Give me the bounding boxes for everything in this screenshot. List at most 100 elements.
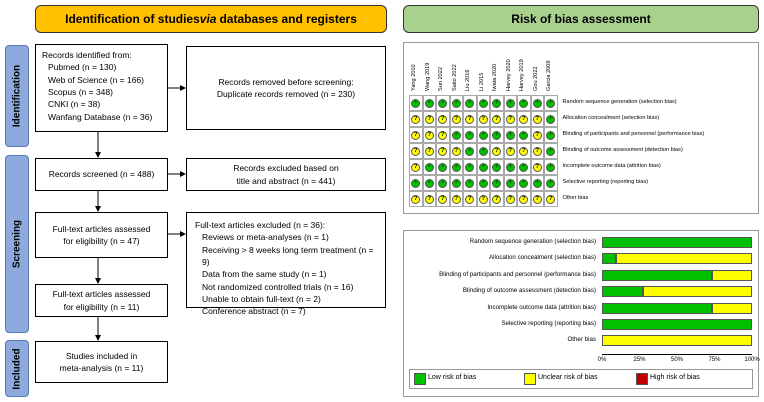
records-excluded-line1: Records excluded based on bbox=[233, 163, 339, 174]
judgement-dot: ? bbox=[532, 114, 542, 124]
grid-cell bbox=[409, 159, 423, 175]
grid-cell bbox=[409, 127, 423, 143]
bar-segment bbox=[602, 237, 752, 248]
source-item: Web of Science (n = 166) bbox=[48, 74, 144, 85]
grid-cell bbox=[517, 111, 531, 127]
exclusion-reason: Reviews or meta-analyses (n = 1) bbox=[202, 232, 329, 243]
grid-cell bbox=[517, 143, 531, 159]
fulltext-eligibility-line1: Full-text articles assessed bbox=[52, 289, 151, 300]
records-removed-title: Records removed before screening: bbox=[218, 76, 354, 87]
judgement-dot: ? bbox=[519, 194, 529, 204]
bar-segment bbox=[615, 253, 752, 265]
bar-label: Incomplete outcome data (attrition bias) bbox=[487, 303, 596, 311]
judgement-dot: + bbox=[424, 178, 434, 188]
fulltext-assessed-box: Full-text articles assessed for eligibil… bbox=[35, 212, 168, 258]
judgement-dot: ? bbox=[438, 130, 448, 140]
judgement-dot: ? bbox=[519, 114, 529, 124]
bar-segment bbox=[602, 253, 616, 265]
legend-swatch bbox=[414, 373, 426, 385]
fulltext-assessed-line1: Full-text articles assessed bbox=[52, 223, 151, 234]
grid-cell bbox=[490, 111, 504, 127]
judgement-dot: + bbox=[505, 178, 515, 188]
study-label: Iwata 2020 bbox=[492, 63, 498, 91]
judgement-dot: ? bbox=[411, 130, 421, 140]
grid-cell bbox=[463, 127, 477, 143]
judgement-dot: + bbox=[478, 162, 488, 172]
bar-label: Blinding of outcome assessment (detectio… bbox=[462, 287, 596, 295]
judgement-dot: ? bbox=[424, 114, 434, 124]
judgement-dot: + bbox=[424, 98, 434, 108]
x-tick-label: 25% bbox=[633, 356, 646, 363]
grid-cell bbox=[544, 143, 558, 159]
judgement-dot: + bbox=[451, 162, 461, 172]
judgement-dot: + bbox=[546, 146, 556, 156]
judgement-dot: + bbox=[492, 130, 502, 140]
grid-cell bbox=[490, 127, 504, 143]
judgement-dot: + bbox=[519, 162, 529, 172]
studies-included-box: Studies included in meta-analysis (n = 1… bbox=[35, 341, 168, 383]
study-label: Yang 2010 bbox=[411, 64, 417, 91]
judgement-dot: ? bbox=[519, 146, 529, 156]
judgement-dot: ? bbox=[532, 130, 542, 140]
judgement-dot: + bbox=[451, 98, 461, 108]
judgement-dot: + bbox=[411, 178, 421, 188]
grid-cell bbox=[476, 111, 490, 127]
right-header: Risk of bias assessment bbox=[403, 5, 759, 33]
records-screened-box: Records screened (n = 488) bbox=[35, 158, 168, 191]
judgement-dot: ? bbox=[438, 114, 448, 124]
judgement-dot: ? bbox=[492, 194, 502, 204]
judgement-dot: + bbox=[492, 162, 502, 172]
judgement-dot: + bbox=[492, 98, 502, 108]
judgement-dot: + bbox=[478, 178, 488, 188]
grid-cell bbox=[530, 143, 544, 159]
grid-cell bbox=[490, 175, 504, 191]
grid-cell bbox=[503, 95, 517, 111]
exclusion-reason: Unable to obtain full-text (n = 2) bbox=[202, 293, 321, 304]
judgement-dot: + bbox=[451, 178, 461, 188]
grid-cell bbox=[490, 191, 504, 207]
judgement-dot: ? bbox=[478, 114, 488, 124]
side-screening: Screening bbox=[5, 155, 29, 333]
grid-cell bbox=[449, 159, 463, 175]
legend-label: Unclear risk of bias bbox=[538, 374, 598, 381]
grid-cell bbox=[530, 159, 544, 175]
judgement-dot: ? bbox=[492, 114, 502, 124]
grid-cell bbox=[422, 143, 436, 159]
judgement-dot: + bbox=[519, 98, 529, 108]
grid-cell bbox=[463, 159, 477, 175]
grid-cell bbox=[530, 127, 544, 143]
x-tick-label: 0% bbox=[597, 356, 607, 363]
judgement-dot: ? bbox=[546, 194, 556, 204]
judgement-dot: + bbox=[546, 114, 556, 124]
grid-cell bbox=[449, 143, 463, 159]
judgement-dot: ? bbox=[492, 146, 502, 156]
judgement-dot: ? bbox=[465, 194, 475, 204]
study-label: Wang 2019 bbox=[424, 62, 431, 91]
grid-cell bbox=[503, 127, 517, 143]
grid-cell bbox=[449, 95, 463, 111]
bar-label: Blinding of participants and personnel (… bbox=[439, 270, 596, 278]
exclusion-reason: Conference abstract (n = 7) bbox=[202, 306, 306, 317]
studies-included-line2: meta-analysis (n = 11) bbox=[59, 363, 144, 373]
bar-segment bbox=[711, 269, 752, 281]
grid-cell bbox=[436, 143, 450, 159]
grid-cell bbox=[544, 175, 558, 191]
bar-segment bbox=[602, 335, 752, 347]
study-label: Harvey 2019 bbox=[519, 59, 525, 91]
judgement-dot: + bbox=[451, 130, 461, 140]
grid-cell bbox=[409, 143, 423, 159]
judgement-dot: + bbox=[546, 162, 556, 172]
legend-label: High risk of bias bbox=[650, 374, 700, 381]
judgement-dot: ? bbox=[451, 194, 461, 204]
grid-cell bbox=[476, 143, 490, 159]
grid-cell bbox=[517, 159, 531, 175]
side-included: Included bbox=[5, 340, 29, 397]
judgement-dot: ? bbox=[532, 146, 542, 156]
judgement-dot: ? bbox=[505, 114, 515, 124]
bar-segment bbox=[711, 302, 752, 314]
bar-segment bbox=[602, 319, 752, 330]
grid-cell bbox=[503, 111, 517, 127]
grid-cell bbox=[503, 143, 517, 159]
grid-cell bbox=[503, 175, 517, 191]
grid-cell bbox=[476, 127, 490, 143]
